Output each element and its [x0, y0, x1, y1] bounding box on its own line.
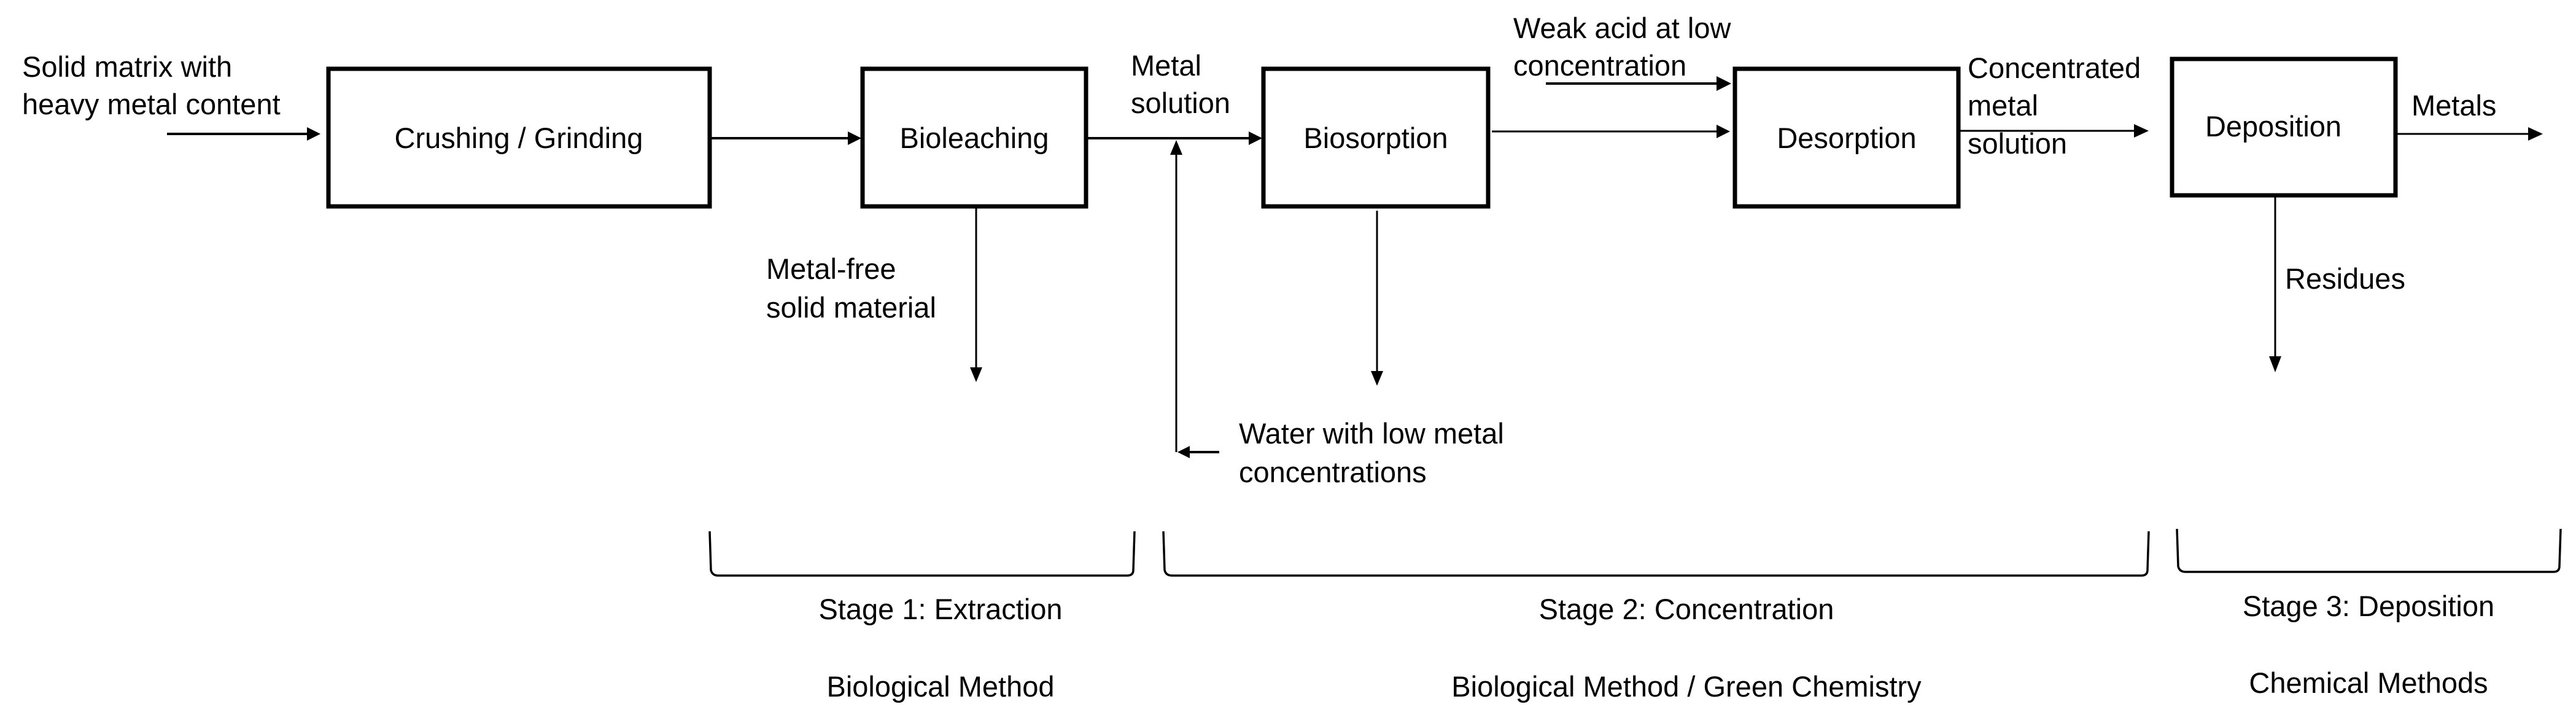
concentrated-label-line2: metal	[1968, 89, 2038, 122]
biosorption-to-desorption-arrow	[1492, 125, 1730, 138]
deposition-box: Deposition	[2170, 57, 2398, 198]
biosorption-box: Biosorption	[1261, 66, 1491, 209]
stage-2-bracket	[1162, 531, 2150, 577]
stage-1-title: Stage 1: Extraction	[818, 593, 1062, 625]
weak-acid-label-line2: concentration	[1513, 49, 1686, 82]
stage-2-title: Stage 2: Concentration	[1539, 593, 1834, 625]
bioleaching-box: Bioleaching	[860, 66, 1088, 209]
bioleaching-label: Bioleaching	[899, 122, 1049, 154]
biosorption-label: Biosorption	[1303, 122, 1448, 154]
stage-3-method: Chemical Methods	[2249, 666, 2488, 699]
crushing-to-bioleaching-arrow	[710, 131, 861, 145]
desorption-box: Desorption	[1732, 66, 1961, 209]
residues-output-arrow	[2269, 195, 2281, 372]
input-label-line1: Solid matrix with	[22, 50, 232, 83]
water-recycle-arrow	[1170, 140, 1219, 458]
stage-1-bracket	[708, 531, 1136, 577]
stage-3-title: Stage 3: Deposition	[2243, 590, 2494, 622]
water-low-metal-label-line2: concentrations	[1239, 456, 1427, 488]
metals-output-arrow	[2396, 127, 2543, 141]
bioleaching-to-biosorption-arrow	[1086, 131, 1262, 145]
stage-1-method: Biological Method	[827, 670, 1055, 703]
stage-2-method: Biological Method / Green Chemistry	[1451, 670, 1922, 703]
biosorption-output-arrow	[1371, 211, 1383, 386]
desorption-label: Desorption	[1777, 122, 1916, 154]
metal-solution-label-line2: solution	[1131, 87, 1230, 119]
metal-solution-label-line1: Metal	[1131, 49, 1201, 82]
weak-acid-input-arrow	[1546, 76, 1731, 91]
crushing-grinding-label: Crushing / Grinding	[395, 122, 643, 154]
crushing-grinding-box: Crushing / Grinding	[326, 66, 712, 209]
concentrated-label-line1: Concentrated	[1968, 52, 2141, 84]
deposition-label: Deposition	[2205, 110, 2341, 143]
desorption-to-deposition-arrow	[1958, 124, 2149, 138]
water-low-metal-label-line1: Water with low metal	[1239, 417, 1504, 450]
metal-free-label-line2: solid material	[766, 291, 936, 324]
weak-acid-label-line1: Weak acid at low	[1513, 12, 1731, 44]
residues-label: Residues	[2285, 262, 2405, 295]
metal-free-label-line1: Metal-free	[766, 252, 896, 285]
concentrated-label-line3: solution	[1968, 127, 2067, 160]
input-arrow	[167, 127, 320, 141]
metals-label: Metals	[2411, 89, 2496, 122]
stage-3-bracket	[2176, 528, 2562, 573]
input-label-line2: heavy metal content	[22, 88, 281, 120]
metal-free-output-arrow	[970, 207, 982, 382]
